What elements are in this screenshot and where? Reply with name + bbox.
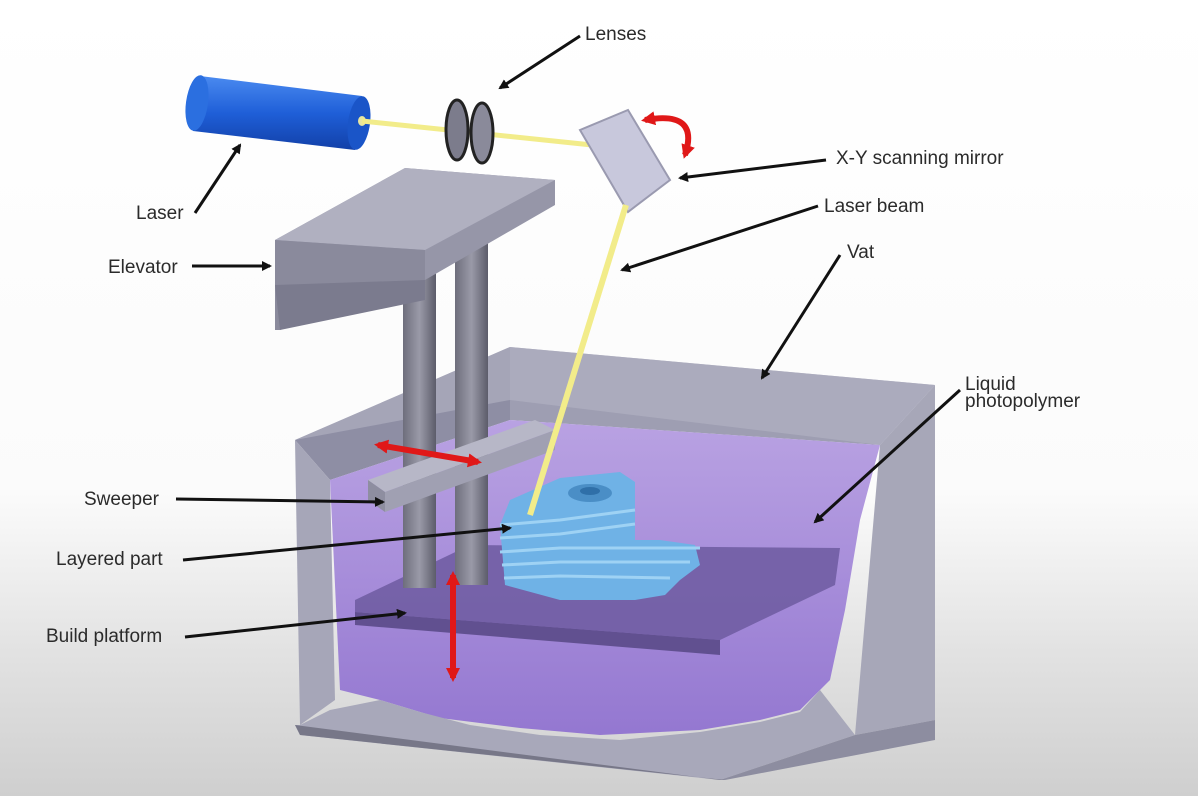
elevator-posts [403,240,488,588]
label-liquid: Liquid [965,374,1016,395]
label-lenses: Lenses [585,24,647,45]
laser-beam-down [527,204,629,516]
label-build-platform: Build platform [46,626,163,647]
label-laser: Laser [136,203,184,224]
motion-arrows [374,111,695,682]
label-laser-beam: Laser beam [824,196,925,217]
lenses [444,98,495,165]
label-layered-part: Layered part [56,549,163,570]
elevator [275,168,555,330]
laser [185,75,371,150]
layered-part [499,472,700,600]
label-photopolymer: photopolymer [965,391,1081,412]
scanning-mirror [578,108,672,214]
callout-arrows [175,34,962,639]
label-sweeper: Sweeper [84,489,159,510]
label-elevator: Elevator [108,257,178,278]
label-vat: Vat [847,242,875,263]
label-scanning-mirror: X-Y scanning mirror [836,148,1004,169]
